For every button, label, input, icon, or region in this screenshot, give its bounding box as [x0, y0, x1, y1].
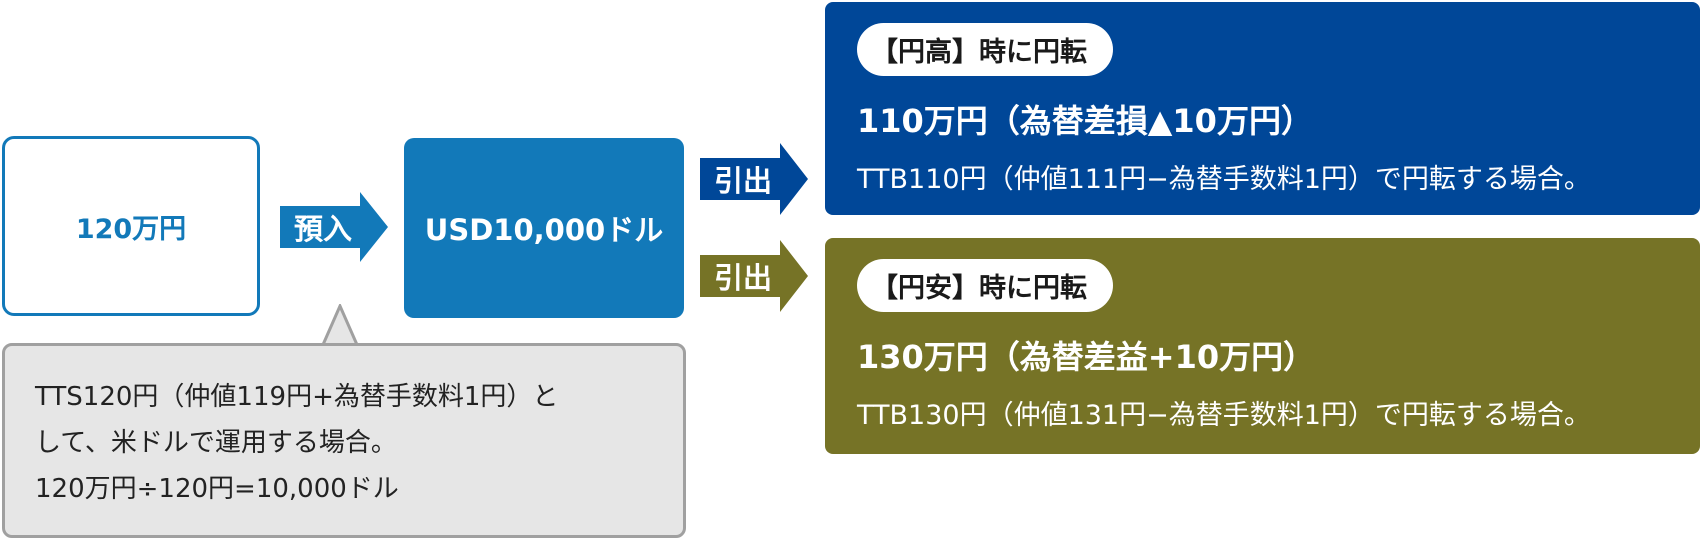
- initial-amount-box: 120万円: [2, 136, 260, 316]
- scenario-pill: 【円安】時に円転: [857, 259, 1113, 312]
- withdraw-arrow-label: 引出: [714, 164, 773, 198]
- outcome-yen-weak-box: 【円安】時に円転 130万円（為替差益+10万円） TTB130円（仲値131円…: [825, 238, 1700, 454]
- withdraw-arrow-label: 引出: [714, 261, 773, 295]
- scenario-pill: 【円高】時に円転: [857, 23, 1113, 76]
- outcome-condition: TTB110円（仲値111円−為替手数料1円）で円転する場合。: [857, 164, 1591, 195]
- deposit-arrow: 預入: [280, 192, 388, 262]
- deposit-arrow-label: 預入: [294, 212, 353, 246]
- outcome-result: 110万円（為替差損▲10万円）: [857, 102, 1313, 140]
- withdraw-arrow-yen-weak: 引出: [700, 240, 808, 312]
- callout-pointer: [319, 302, 361, 350]
- callout-line-1: TTS120円（仲値119円+為替手数料1円）と: [35, 382, 559, 412]
- usd-amount-label: USD10,000ドル: [424, 213, 664, 247]
- callout-line-3: 120万円÷120円=10,000ドル: [35, 474, 399, 504]
- exchange-note-callout: TTS120円（仲値119円+為替手数料1円）と して、米ドルで運用する場合。 …: [2, 343, 686, 538]
- withdraw-arrow-yen-strong: 引出: [700, 143, 808, 215]
- scenario-pill-label: 【円高】時に円転: [871, 37, 1087, 68]
- callout-line-2: して、米ドルで運用する場合。: [35, 428, 397, 458]
- scenario-pill-label: 【円安】時に円転: [871, 273, 1087, 304]
- outcome-yen-strong-box: 【円高】時に円転 110万円（為替差損▲10万円） TTB110円（仲値111円…: [825, 2, 1700, 215]
- initial-amount-label: 120万円: [75, 213, 187, 245]
- outcome-condition: TTB130円（仲値131円−為替手数料1円）で円転する場合。: [857, 400, 1591, 431]
- usd-amount-box: USD10,000ドル: [404, 138, 684, 318]
- outcome-result: 130万円（為替差益+10万円）: [857, 338, 1316, 376]
